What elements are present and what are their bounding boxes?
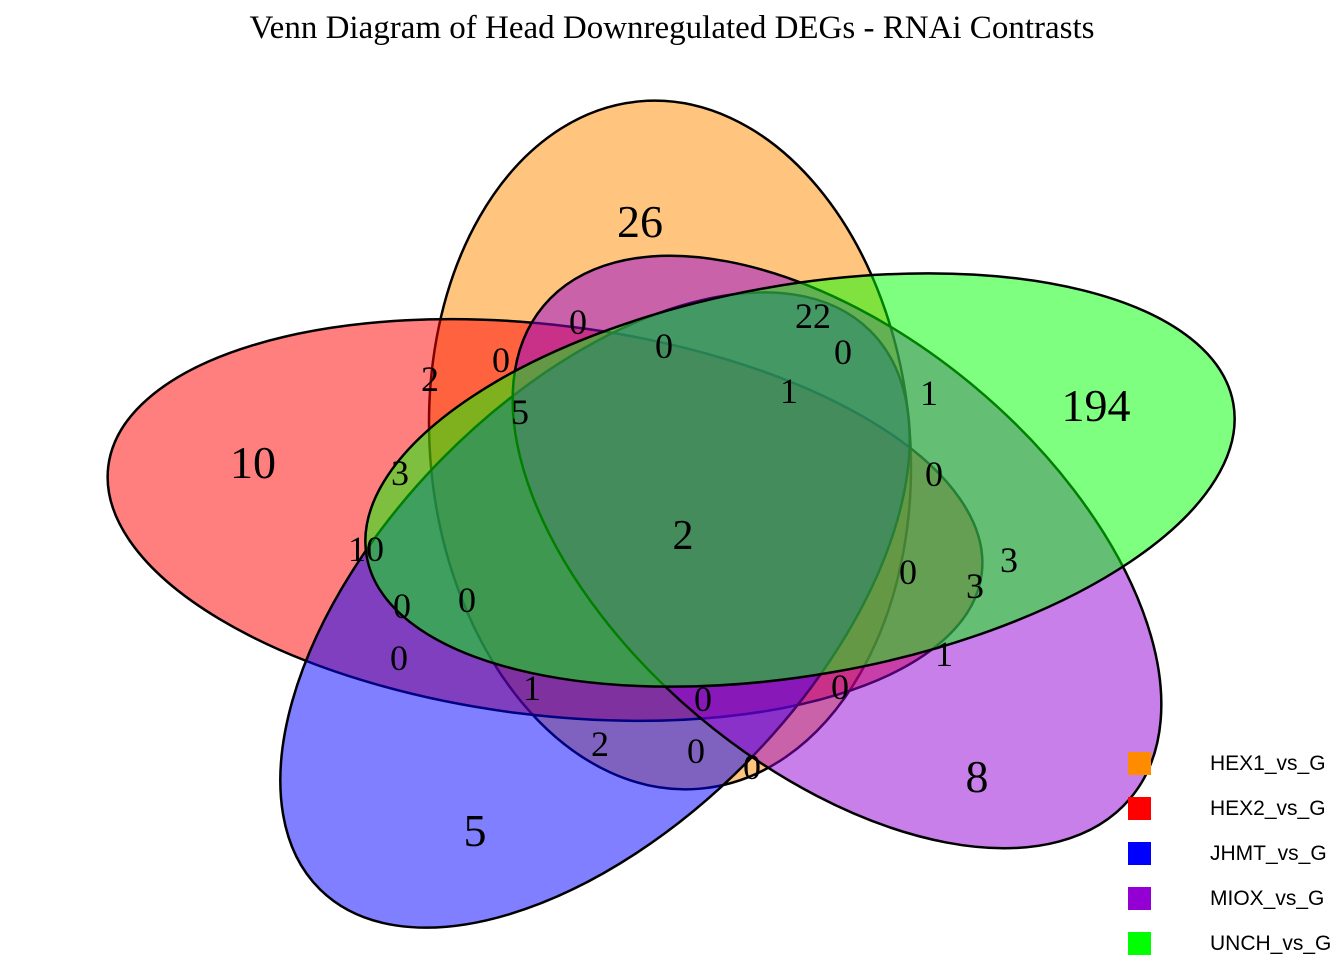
legend-swatch-unch xyxy=(1128,932,1151,955)
legend-label-hex1: HEX1_vs_G xyxy=(1210,751,1326,775)
region-count: 0 xyxy=(899,552,917,592)
legend-item-jhmt: JHMT_vs_G xyxy=(1128,842,1331,865)
legend-item-hex1: HEX1_vs_G xyxy=(1128,752,1331,775)
region-count: 0 xyxy=(834,332,852,372)
region-count: 2 xyxy=(672,513,694,559)
region-count: 0 xyxy=(743,747,761,787)
region-count: 3 xyxy=(391,453,409,493)
legend-item-hex2: HEX2_vs_G xyxy=(1128,797,1331,820)
region-count: 26 xyxy=(617,196,663,247)
legend-swatch-jhmt xyxy=(1128,842,1151,865)
region-count: 22 xyxy=(795,296,831,336)
region-count: 1 xyxy=(920,373,938,413)
region-count: 10 xyxy=(348,529,384,569)
region-count: 0 xyxy=(569,302,587,342)
legend-item-unch: UNCH_vs_G xyxy=(1128,932,1331,955)
legend-label-unch: UNCH_vs_G xyxy=(1210,931,1332,955)
region-count: 1 xyxy=(935,634,953,674)
region-count: 0 xyxy=(655,326,673,366)
region-count: 0 xyxy=(687,731,705,771)
legend-label-jhmt: JHMT_vs_G xyxy=(1210,841,1327,865)
region-count: 0 xyxy=(925,454,943,494)
legend-swatch-miox xyxy=(1128,887,1151,910)
venn-ellipse-unch xyxy=(364,272,1236,688)
region-count: 5 xyxy=(463,805,487,856)
region-count: 3 xyxy=(1000,540,1018,580)
region-count: 0 xyxy=(458,580,476,620)
legend: HEX1_vs_G HEX2_vs_G JHMT_vs_G MIOX_vs_G … xyxy=(1128,752,1331,977)
region-count: 0 xyxy=(694,679,712,719)
legend-label-hex2: HEX2_vs_G xyxy=(1210,796,1326,820)
region-count: 0 xyxy=(393,586,411,626)
legend-swatch-hex2 xyxy=(1128,797,1151,820)
region-count: 0 xyxy=(390,638,408,678)
legend-swatch-hex1 xyxy=(1128,752,1151,775)
region-count: 8 xyxy=(965,751,989,802)
region-count: 3 xyxy=(966,566,984,606)
region-count: 2 xyxy=(421,359,439,399)
legend-item-miox: MIOX_vs_G xyxy=(1128,887,1331,910)
region-count: 194 xyxy=(1061,380,1131,431)
region-count: 0 xyxy=(831,667,849,707)
region-count: 10 xyxy=(230,437,276,488)
page-title: Venn Diagram of Head Downregulated DEGs … xyxy=(249,10,1095,46)
region-count: 2 xyxy=(591,724,609,764)
region-count: 1 xyxy=(780,371,798,411)
region-count: 0 xyxy=(492,340,510,380)
legend-label-miox: MIOX_vs_G xyxy=(1210,886,1325,910)
region-count: 5 xyxy=(511,392,529,432)
region-count: 1 xyxy=(523,668,541,708)
